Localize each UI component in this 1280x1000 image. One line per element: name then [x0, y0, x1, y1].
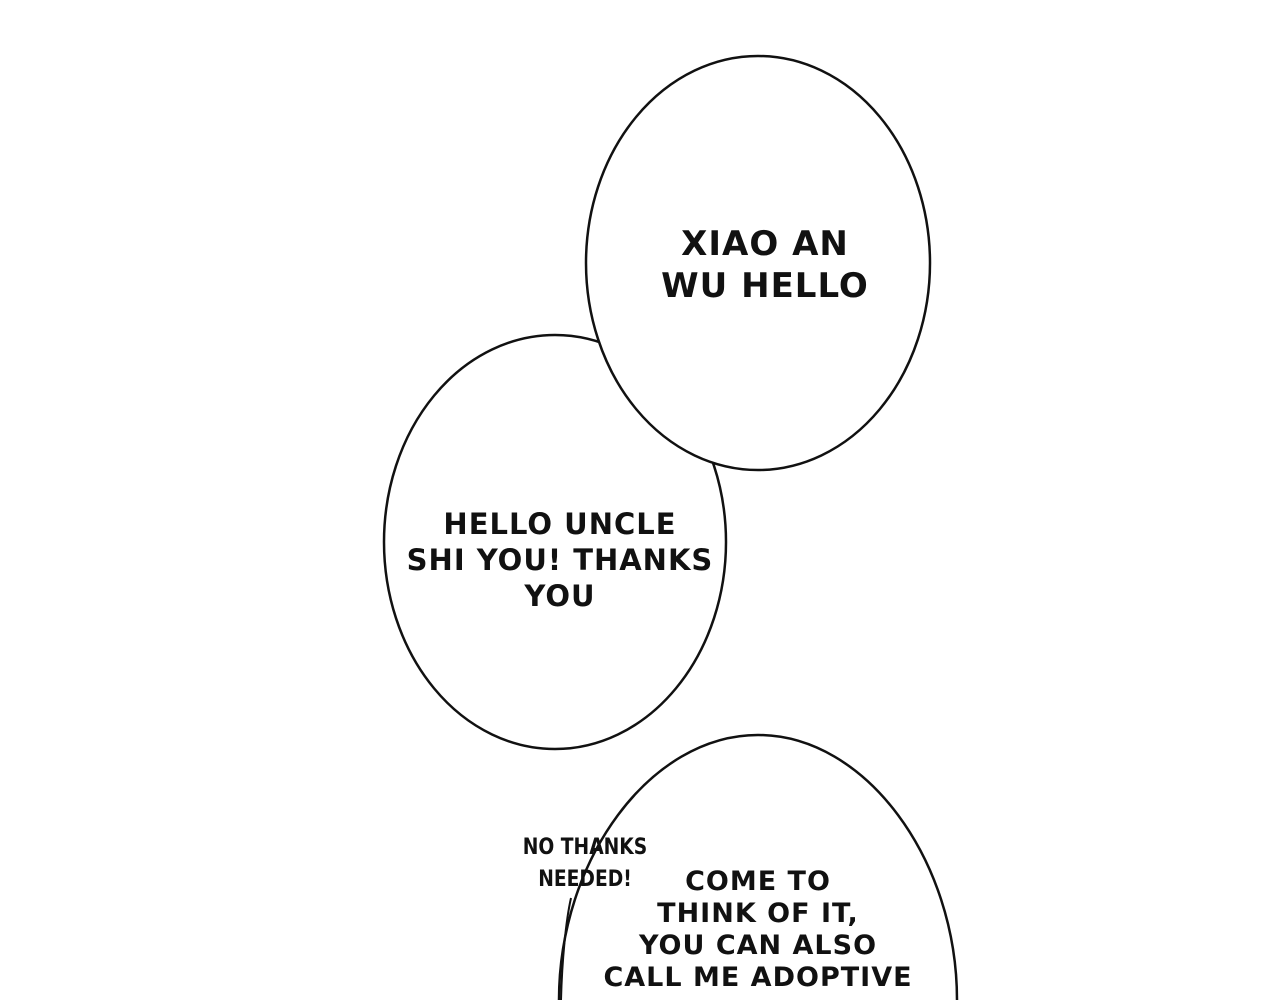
- small-text: NO THANKS NEEDED!: [513, 832, 658, 896]
- bubble-bottom-line-2: THINK OF IT,: [657, 898, 859, 929]
- speech-bubble-bottom: [557, 733, 959, 1000]
- bubble-top-line-1: XIAO AN: [681, 224, 849, 264]
- small-text-line-1: NO THANKS: [522, 835, 648, 860]
- speech-bubble-top: [584, 54, 932, 472]
- bubble-bottom-line-3: YOU CAN ALSO: [638, 930, 878, 961]
- bubble-top-text: XIAO AN WU HELLO: [645, 223, 885, 307]
- bubble-bottom-line-1: COME TO: [685, 866, 831, 897]
- bubble-top-line-2: WU HELLO: [661, 266, 869, 306]
- small-text-line-2: NEEDED!: [538, 867, 632, 892]
- speech-bubble-middle: [382, 333, 728, 751]
- bubble-middle-line-3: YOU: [524, 579, 596, 613]
- bubble-middle-text: HELLO UNCLE SHI YOU! THANKS YOU: [405, 506, 715, 614]
- bubble-middle-line-1: HELLO UNCLE: [443, 507, 677, 541]
- bubble-middle-line-2: SHI YOU! THANKS: [406, 543, 714, 577]
- bubble-bottom-line-4: CALL ME ADOPTIVE: [603, 962, 913, 993]
- speech-tail-stroke: [560, 897, 572, 1000]
- bubble-bottom-text: COME TO THINK OF IT, YOU CAN ALSO CALL M…: [598, 866, 918, 994]
